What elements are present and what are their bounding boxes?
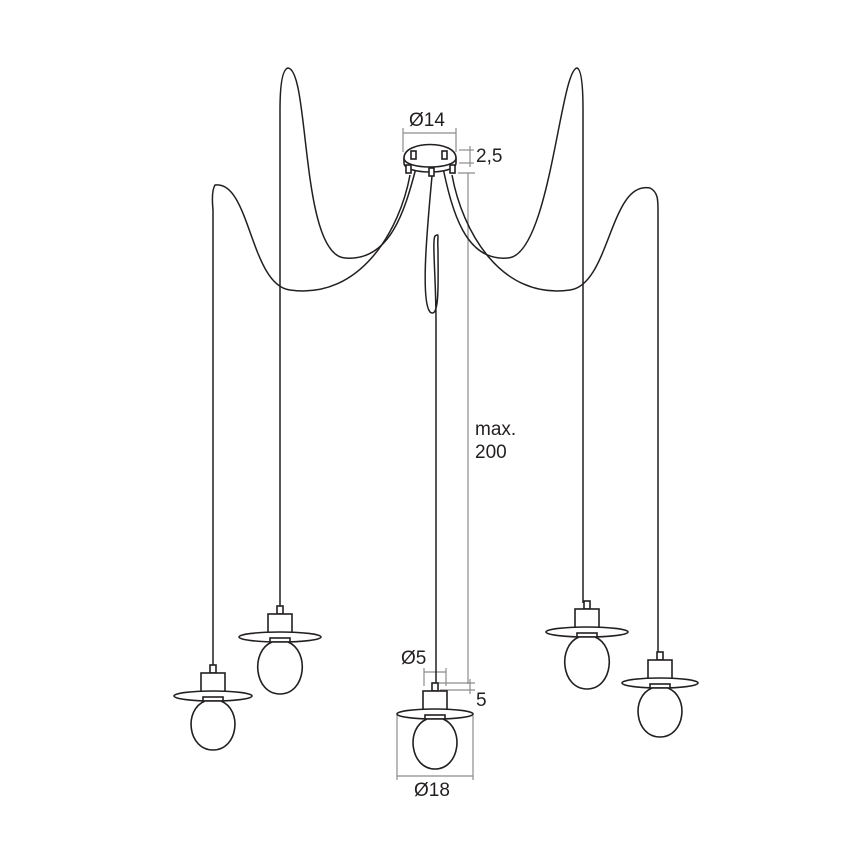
socket-diameter-label: Ø5 — [401, 648, 427, 669]
pendant-lamp-5 — [621, 651, 699, 738]
shade-diameter-label: Ø18 — [414, 780, 450, 801]
pendant-lamp-2 — [238, 605, 322, 695]
max-length-label-line1: max. — [475, 419, 517, 440]
dimension-lines — [396, 128, 475, 780]
ceiling-canopy — [403, 143, 457, 177]
pendant-lamp-4 — [545, 600, 629, 690]
pendant-lamp-3-center — [396, 682, 474, 770]
max-length-label-line2: 200 — [475, 442, 507, 463]
cables — [211, 67, 659, 684]
canopy-height-label: 2,5 — [476, 146, 503, 167]
pendant-lamp-1 — [173, 664, 253, 751]
socket-height-label: 5 — [476, 690, 487, 711]
canopy-diameter-label: Ø14 — [409, 110, 445, 131]
